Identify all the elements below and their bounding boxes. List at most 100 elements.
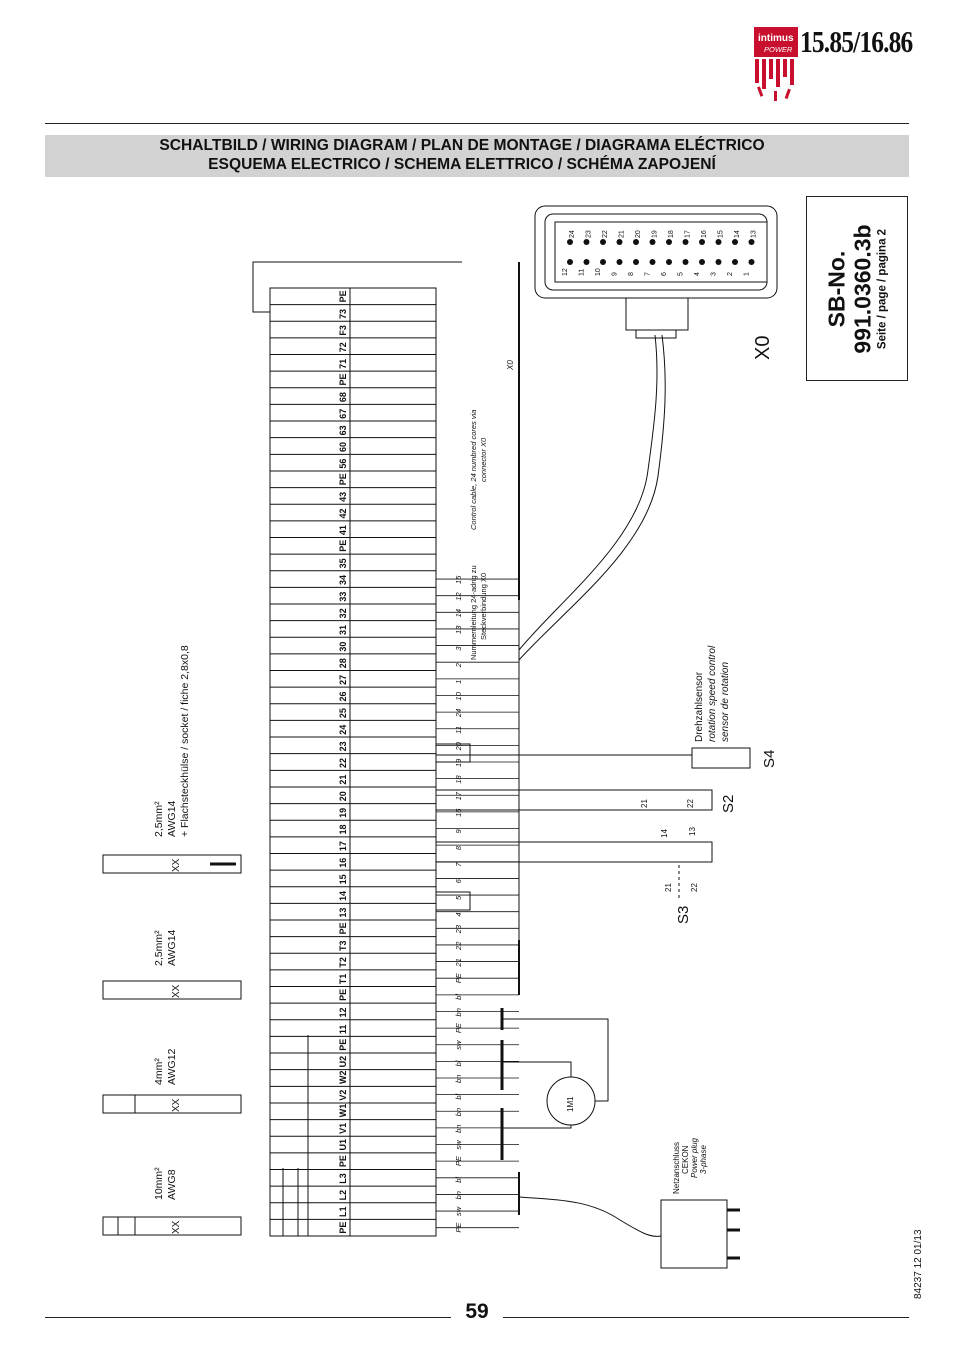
connector-pin-label: 24 xyxy=(569,230,576,238)
terminal-label: PE xyxy=(338,473,348,485)
s3-label: S3 xyxy=(675,906,692,924)
wire-label: 5 xyxy=(454,895,463,900)
connector-pin xyxy=(649,259,656,265)
connector-pin-label: 7 xyxy=(645,272,652,276)
connector-pin-label: 4 xyxy=(694,272,701,276)
connector-pin-label: 12 xyxy=(562,268,569,276)
wire-label: 7 xyxy=(454,862,463,867)
terminal-label: 34 xyxy=(338,575,348,585)
connector-pin-label: 10 xyxy=(595,268,602,276)
wire-label: 8 xyxy=(454,845,463,850)
page-number: 59 xyxy=(465,1300,489,1323)
connector-pin xyxy=(633,239,639,245)
connector-pin xyxy=(633,259,639,265)
connector-pin-label: 6 xyxy=(661,272,668,276)
terminal-label: T2 xyxy=(338,957,348,968)
gauge-xx-2: XX xyxy=(171,984,182,998)
awg14a-label-2: AWG14 xyxy=(166,800,178,837)
x0-label: X0 xyxy=(752,336,774,360)
terminal-label: PE xyxy=(338,290,348,302)
terminal-strip xyxy=(269,287,437,1237)
wire-label: 1 xyxy=(454,680,463,684)
netz-label-3: Power plug xyxy=(690,1137,699,1178)
terminal-label: 31 xyxy=(338,625,348,635)
connector-pin-label: 17 xyxy=(685,230,692,238)
connector-pin xyxy=(600,239,606,245)
awg14a-label-1: 2,5mm² xyxy=(153,801,165,837)
control-cable-label: Control cable, 24 numbred cores via xyxy=(469,410,478,530)
terminal-label: 12 xyxy=(338,1007,348,1017)
title-line-1: SCHALTBILD / WIRING DIAGRAM / PLAN DE MO… xyxy=(159,137,765,154)
connector-pin-label: 21 xyxy=(619,230,626,238)
wire-label: bl xyxy=(454,1177,463,1183)
terminal-label: 73 xyxy=(338,309,348,319)
terminal-label: 14 xyxy=(338,891,348,901)
terminal-label: 67 xyxy=(338,409,348,419)
terminal-label: F3 xyxy=(338,325,348,336)
awg14b-label-2: AWG14 xyxy=(166,929,178,966)
s3-terminal-21: 21 xyxy=(664,883,673,892)
gauge-xx-3: XX xyxy=(171,1098,182,1112)
wire-label: 19 xyxy=(454,758,463,767)
connector-pin-label: 15 xyxy=(718,230,725,238)
intimus-logo: intimus POWER xyxy=(754,27,798,101)
connector-pin xyxy=(682,239,689,245)
connector-pin xyxy=(699,239,705,245)
terminal-label: 19 xyxy=(338,808,348,818)
wire-label: bn xyxy=(454,1191,463,1199)
wire-label: 22 xyxy=(454,941,463,951)
wire-label: 17 xyxy=(454,791,463,800)
wire-label: bn xyxy=(454,1108,463,1116)
wire-label: bl xyxy=(454,1093,463,1099)
connector-pin xyxy=(732,259,738,265)
title-line-2: ESQUEMA ELECTRICO / SCHEMA ELETTRICO / S… xyxy=(208,156,716,173)
netz-label-4: 3-phase xyxy=(699,1145,708,1174)
motor-label: 1M1 xyxy=(566,1096,575,1112)
wire-label: bn xyxy=(454,1125,463,1133)
connector-pin-label: 23 xyxy=(586,230,593,238)
wire-label: bl xyxy=(454,994,463,1000)
awg8-label-2: AWG8 xyxy=(166,1169,178,1200)
drehzahl-label-2: rotation speed control xyxy=(707,645,718,742)
terminal-label: 24 xyxy=(338,725,348,735)
terminal-label: 68 xyxy=(338,392,348,402)
wire-label: 23 xyxy=(454,924,463,934)
terminal-label: 26 xyxy=(338,691,348,701)
connector-pin-label: 16 xyxy=(701,230,708,238)
terminal-label: 60 xyxy=(338,442,348,452)
wire-label: 10 xyxy=(454,691,463,700)
gauge-xx-4: XX xyxy=(171,1220,182,1234)
s3-terminal-14: 14 xyxy=(660,829,669,838)
gauge-awg14-socket xyxy=(102,854,242,874)
s4-label: S4 xyxy=(761,750,778,768)
wire-label: 18 xyxy=(454,774,463,783)
connector-pin-label: 19 xyxy=(652,230,659,238)
terminal-label: T1 xyxy=(338,974,348,985)
terminal-label: 18 xyxy=(338,825,348,835)
gauge-awg8 xyxy=(102,1216,242,1236)
connector-pin-label: 22 xyxy=(602,230,609,238)
wire-label: 3 xyxy=(454,646,463,651)
footer-rule-left xyxy=(45,1317,451,1318)
terminal-label: U2 xyxy=(338,1056,348,1068)
awg12-label-2: AWG12 xyxy=(166,1048,178,1085)
s2-terminal-22: 22 xyxy=(686,799,695,808)
terminal-label: 28 xyxy=(338,658,348,668)
terminal-label: 32 xyxy=(338,608,348,618)
terminal-label: 43 xyxy=(338,492,348,502)
wire-label: 20 xyxy=(454,741,463,751)
wire-label: 16 xyxy=(454,808,463,817)
wire-label: 9 xyxy=(454,829,463,834)
connector-pin xyxy=(616,259,623,265)
terminal-label: L2 xyxy=(338,1190,348,1201)
terminal-label: 20 xyxy=(338,791,348,801)
terminal-label: 30 xyxy=(338,642,348,652)
connector-pin xyxy=(732,239,738,245)
drehzahl-label-3: sensor de rotation xyxy=(720,662,731,742)
terminal-label: 15 xyxy=(338,874,348,884)
terminal-label: PE xyxy=(338,1222,348,1234)
gauge-xx-1: XX xyxy=(171,858,182,872)
connector-pin xyxy=(583,259,590,265)
terminal-label: 23 xyxy=(338,741,348,751)
